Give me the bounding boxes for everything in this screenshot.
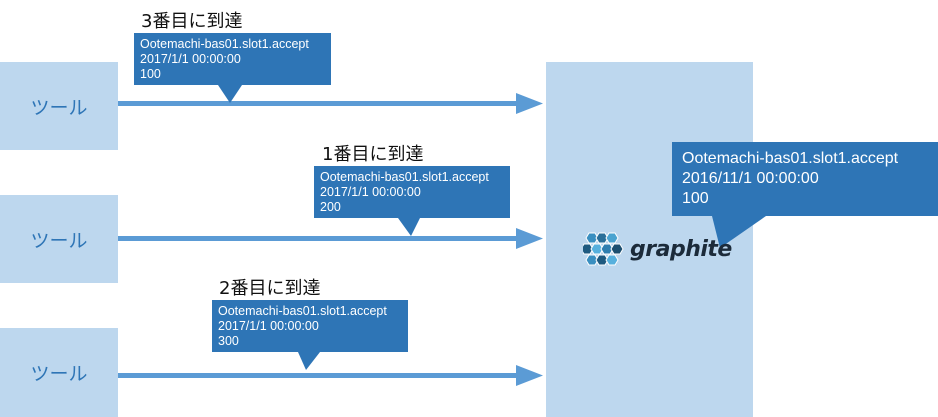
arrow-head-3	[516, 365, 543, 386]
metric-value: 200	[320, 200, 341, 214]
metric-value: 100	[140, 67, 161, 81]
arrow-shaft-3	[118, 373, 518, 378]
stored-value: 100	[682, 190, 709, 207]
stored-metric-name: Ootemachi-bas01.slot1.accept	[682, 150, 899, 167]
stored-timestamp: 2016/11/1 00:00:00	[682, 170, 819, 187]
metric-callout-2: Ootemachi-bas01.slot1.accept 2017/1/1 00…	[314, 166, 510, 218]
metric-timestamp: 2017/1/1 00:00:00	[320, 185, 421, 199]
metric-name: Ootemachi-bas01.slot1.accept	[140, 37, 309, 51]
arrow-head-2	[516, 228, 543, 249]
metric-timestamp: 2017/1/1 00:00:00	[218, 319, 319, 333]
callout-pointer-1	[218, 85, 242, 103]
metric-name: Ootemachi-bas01.slot1.accept	[218, 304, 387, 318]
arrival-heading-first: 1番目に到達	[322, 144, 424, 165]
stored-value-callout: Ootemachi-bas01.slot1.accept 2016/11/1 0…	[672, 142, 938, 216]
tool-box-3: ツール	[0, 328, 118, 417]
metric-timestamp: 2017/1/1 00:00:00	[140, 52, 241, 66]
arrow-shaft-2	[118, 236, 518, 241]
tool-box-2: ツール	[0, 195, 118, 283]
arrow-shaft-1	[118, 101, 518, 106]
callout-pointer-3	[298, 352, 320, 370]
tool-box-1: ツール	[0, 62, 118, 150]
graphite-logo-wordmark: graphite	[630, 236, 732, 262]
metric-value: 300	[218, 334, 239, 348]
graphite-hexagon-icon	[583, 232, 624, 266]
metric-callout-1: Ootemachi-bas01.slot1.accept 2017/1/1 00…	[134, 33, 331, 85]
graphite-logo: graphite	[583, 232, 732, 266]
stored-callout-pointer	[712, 216, 766, 248]
arrival-heading-second: 2番目に到達	[219, 278, 321, 299]
metric-callout-3: Ootemachi-bas01.slot1.accept 2017/1/1 00…	[212, 300, 408, 352]
metric-name: Ootemachi-bas01.slot1.accept	[320, 170, 489, 184]
arrival-heading-third: 3番目に到達	[141, 11, 243, 32]
callout-pointer-2	[398, 218, 420, 236]
arrow-head-1	[516, 93, 543, 114]
